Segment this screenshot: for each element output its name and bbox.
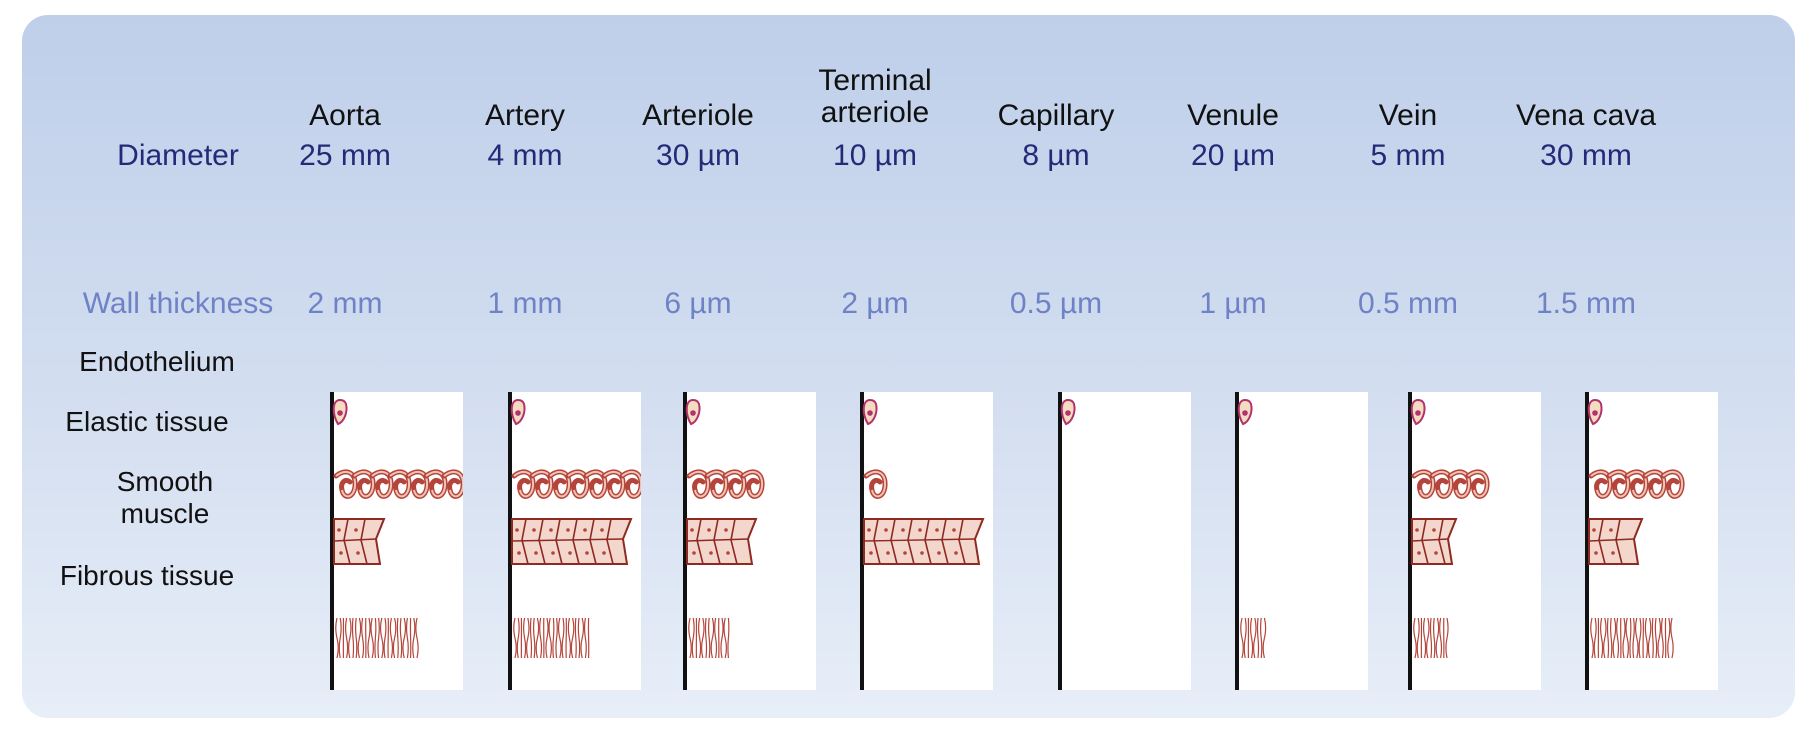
elastic-coil-highlight bbox=[724, 470, 746, 498]
wall-thickness-value-capillary: 0.5 µm bbox=[1009, 287, 1103, 320]
wall-thickness-value-vena-cava: 1.5 mm bbox=[1535, 287, 1637, 320]
row-label-elastic-tissue: Elastic tissue bbox=[65, 406, 229, 437]
elastic-coil-highlight bbox=[425, 470, 447, 498]
elastic-coil-highlight bbox=[443, 470, 463, 498]
row-label-endothelium: Endothelium bbox=[79, 346, 235, 377]
diameter-value-venule: 20 µm bbox=[1191, 139, 1275, 172]
elastic-coil-highlight bbox=[706, 470, 728, 498]
endothelium-cell-icon bbox=[862, 398, 878, 426]
wall-thickness-value-artery: 1 mm bbox=[487, 287, 563, 320]
elastic-coil-highlight bbox=[688, 470, 710, 498]
endothelium-cell-icon bbox=[1410, 398, 1426, 426]
vessel-name-terminal-arteriole: Terminal arteriole bbox=[818, 64, 932, 129]
elastic-coil-highlight bbox=[513, 470, 535, 498]
wall-layers-panel-vena-cava bbox=[1585, 392, 1718, 690]
wall-layers-panel-arteriole bbox=[683, 392, 816, 690]
endothelium-cell-icon bbox=[1587, 398, 1603, 426]
vessel-wall-line bbox=[1408, 392, 1412, 690]
elastic-coil-highlight bbox=[1662, 470, 1684, 498]
vessel-wall-line bbox=[508, 392, 512, 690]
endothelium-cell-icon bbox=[1060, 398, 1076, 426]
vessel-name-venule: Venule bbox=[1187, 99, 1279, 132]
elastic-coil-highlight bbox=[603, 470, 625, 498]
vessel-name-artery: Artery bbox=[484, 99, 566, 132]
diameter-value-aorta: 25 mm bbox=[299, 139, 391, 172]
fibrous-tissue-icon bbox=[513, 617, 590, 659]
diameter-value-vena-cava: 30 mm bbox=[1540, 139, 1632, 172]
elastic-coil-highlight bbox=[1449, 470, 1471, 498]
wall-thickness-value-terminal-arteriole: 2 µm bbox=[841, 287, 909, 320]
vessel-wall-line bbox=[330, 392, 334, 690]
vessel-name-arteriole: Arteriole bbox=[642, 99, 754, 132]
vessel-name-aorta: Aorta bbox=[309, 99, 381, 132]
smooth-muscle-icon bbox=[1411, 518, 1458, 565]
wall-layers-panel-vein bbox=[1408, 392, 1541, 690]
endothelium-cell-icon bbox=[332, 398, 348, 426]
vessel-name-vena-cava: Vena cava bbox=[1515, 99, 1657, 132]
smooth-muscle-icon bbox=[686, 518, 758, 565]
elastic-coil-highlight bbox=[567, 470, 589, 498]
diameter-value-terminal-arteriole: 10 µm bbox=[833, 139, 917, 172]
row-label-smooth-muscle: Smooth muscle bbox=[116, 466, 214, 529]
elastic-coil-highlight bbox=[1413, 470, 1435, 498]
wall-thickness-value-aorta: 2 mm bbox=[307, 287, 383, 320]
diameter-label: Diameter bbox=[117, 139, 239, 172]
vessel-wall-line bbox=[1058, 392, 1062, 690]
elastic-coil-highlight bbox=[742, 470, 764, 498]
wall-layers-panel-capillary bbox=[1058, 392, 1191, 690]
elastic-coil-highlight bbox=[1608, 470, 1630, 498]
row-label-fibrous-tissue: Fibrous tissue bbox=[59, 560, 235, 591]
elastic-coil-highlight bbox=[865, 470, 887, 498]
wall-layers-panel-aorta bbox=[330, 392, 463, 690]
wall-layers-panel-terminal-arteriole bbox=[860, 392, 993, 690]
vessel-wall-line bbox=[683, 392, 687, 690]
fibrous-tissue-icon bbox=[1240, 617, 1267, 659]
endothelium-cell-icon bbox=[685, 398, 701, 426]
fibrous-tissue-icon bbox=[1590, 617, 1674, 659]
elastic-coil-highlight bbox=[371, 470, 393, 498]
vessel-wall-line bbox=[860, 392, 864, 690]
elastic-coil-highlight bbox=[531, 470, 553, 498]
diameter-value-arteriole: 30 µm bbox=[656, 139, 740, 172]
wall-thickness-label: Wall thickness bbox=[82, 287, 274, 320]
elastic-coil-highlight bbox=[1590, 470, 1612, 498]
vessel-name-capillary: Capillary bbox=[997, 99, 1115, 132]
elastic-coil-highlight bbox=[335, 470, 357, 498]
endothelium-cell-icon bbox=[510, 398, 526, 426]
smooth-muscle-icon bbox=[1588, 518, 1644, 565]
diameter-value-artery: 4 mm bbox=[487, 139, 563, 172]
elastic-coil-highlight bbox=[389, 470, 411, 498]
endothelium-cell-icon bbox=[1237, 398, 1253, 426]
diameter-value-vein: 5 mm bbox=[1370, 139, 1446, 172]
smooth-muscle-icon bbox=[511, 518, 633, 565]
diameter-value-capillary: 8 µm bbox=[1022, 139, 1090, 172]
wall-layers-panel-artery bbox=[508, 392, 641, 690]
vessel-wall-line bbox=[1235, 392, 1239, 690]
elastic-coil-highlight bbox=[1644, 470, 1666, 498]
elastic-coil-highlight bbox=[585, 470, 607, 498]
elastic-coil-highlight bbox=[1431, 470, 1453, 498]
vessel-name-vein: Vein bbox=[1378, 99, 1438, 132]
wall-layers-panel-venule bbox=[1235, 392, 1368, 690]
elastic-coil-highlight bbox=[549, 470, 571, 498]
wall-thickness-value-arteriole: 6 µm bbox=[664, 287, 732, 320]
wall-thickness-value-vein: 0.5 mm bbox=[1357, 287, 1459, 320]
elastic-coil-highlight bbox=[407, 470, 429, 498]
elastic-coil-highlight bbox=[353, 470, 375, 498]
elastic-coil-highlight bbox=[1626, 470, 1648, 498]
fibrous-tissue-icon bbox=[688, 617, 730, 659]
wall-thickness-value-venule: 1 µm bbox=[1199, 287, 1267, 320]
elastic-coil-highlight bbox=[1467, 470, 1489, 498]
vessel-wall-line bbox=[1585, 392, 1589, 690]
smooth-muscle-icon bbox=[333, 518, 386, 565]
smooth-muscle-icon bbox=[863, 518, 985, 565]
elastic-coil-highlight bbox=[621, 470, 641, 498]
fibrous-tissue-icon bbox=[335, 617, 419, 659]
fibrous-tissue-icon bbox=[1413, 617, 1449, 659]
